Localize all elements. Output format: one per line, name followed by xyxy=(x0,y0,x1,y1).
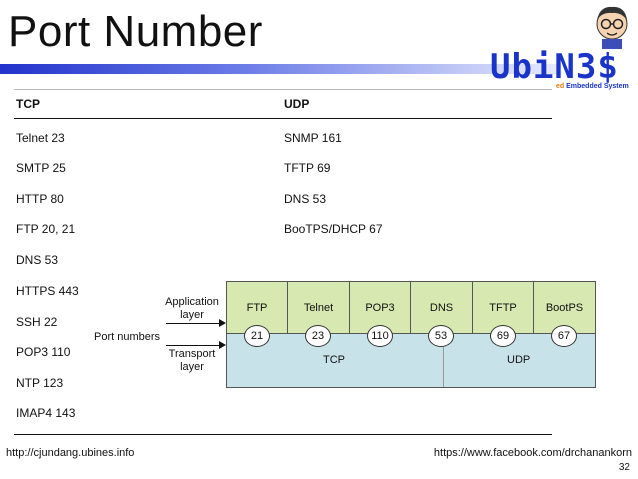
udp-cell: SNMP 161 xyxy=(284,131,342,145)
application-arrow-line xyxy=(166,323,219,324)
udp-cell: DNS 53 xyxy=(284,192,327,206)
udp-cell: TFTP 69 xyxy=(284,161,331,175)
protocol-name: POP3 xyxy=(365,302,395,314)
protocol-name: BootPS xyxy=(545,302,584,314)
logo-tagline: ed Embedded System xyxy=(556,83,629,90)
protocol-name: TFTP xyxy=(489,302,517,314)
avatar-icon xyxy=(596,6,628,49)
table-header-tcp: TCP xyxy=(16,97,40,111)
table-header-udp: UDP xyxy=(284,97,310,111)
port-badge: 110 xyxy=(367,325,393,347)
protocol-cell-tftp: TFTP xyxy=(473,282,534,333)
port-badge: 69 xyxy=(490,325,516,347)
application-layer-label: Application layer xyxy=(165,296,219,321)
transport-tcp-label: TCP xyxy=(323,354,345,366)
transport-arrow-line xyxy=(166,345,219,346)
tcp-cell: HTTPS 443 xyxy=(16,284,79,298)
port-badge: 67 xyxy=(551,325,577,347)
udp-cell: BooTPS/DHCP 67 xyxy=(284,222,383,236)
tcp-cell: NTP 123 xyxy=(16,376,64,390)
tcp-cell: IMAP4 143 xyxy=(16,406,76,420)
port-badge: 53 xyxy=(428,325,454,347)
table-bottom-rule xyxy=(14,434,552,435)
application-arrow-head xyxy=(219,319,226,327)
protocol-cell-bootps: BootPS xyxy=(534,282,595,333)
footer-facebook-link[interactable]: https://www.facebook.com/drchanankorn xyxy=(433,447,632,459)
transport-udp-label: UDP xyxy=(507,354,531,366)
port-badge: 21 xyxy=(244,325,270,347)
tcp-cell: Telnet 23 xyxy=(16,131,65,145)
tcp-cell: FTP 20, 21 xyxy=(16,222,76,236)
transport-arrow-head xyxy=(219,341,226,349)
protocol-name: DNS xyxy=(429,302,454,314)
tcp-cell: HTTP 80 xyxy=(16,192,64,206)
page-number: 32 xyxy=(618,462,630,473)
transport-layer-label: Transport layer xyxy=(168,348,216,373)
logo: UbiN3$ xyxy=(490,47,619,87)
protocol-cell-ftp: FTP xyxy=(227,282,288,333)
title-underline-bar xyxy=(0,64,560,74)
transport-layer-row: TCP UDP xyxy=(226,334,596,388)
protocol-name: Telnet xyxy=(303,302,334,314)
footer-website-link[interactable]: http://cjundang.ubines.info xyxy=(6,447,135,459)
tcp-cell: POP3 110 xyxy=(16,345,71,359)
tcp-cell: DNS 53 xyxy=(16,253,59,267)
port-numbers-label: Port numbers xyxy=(94,331,161,343)
protocol-cell-pop3: POP3 xyxy=(350,282,411,333)
table-header-rule xyxy=(14,118,552,119)
protocol-cell-dns: DNS xyxy=(411,282,473,333)
protocol-name: FTP xyxy=(246,302,268,314)
tcp-udp-divider xyxy=(443,334,444,387)
table-top-rule xyxy=(14,89,552,90)
slide-title: Port Number xyxy=(8,7,263,56)
tcp-cell: SSH 22 xyxy=(16,315,58,329)
application-layer-row: FTP Telnet POP3 DNS TFTP BootPS xyxy=(226,281,596,334)
tcp-cell: SMTP 25 xyxy=(16,161,66,175)
port-arrow-spacer xyxy=(94,336,222,337)
port-badge: 23 xyxy=(305,325,331,347)
protocol-cell-telnet: Telnet xyxy=(288,282,350,333)
